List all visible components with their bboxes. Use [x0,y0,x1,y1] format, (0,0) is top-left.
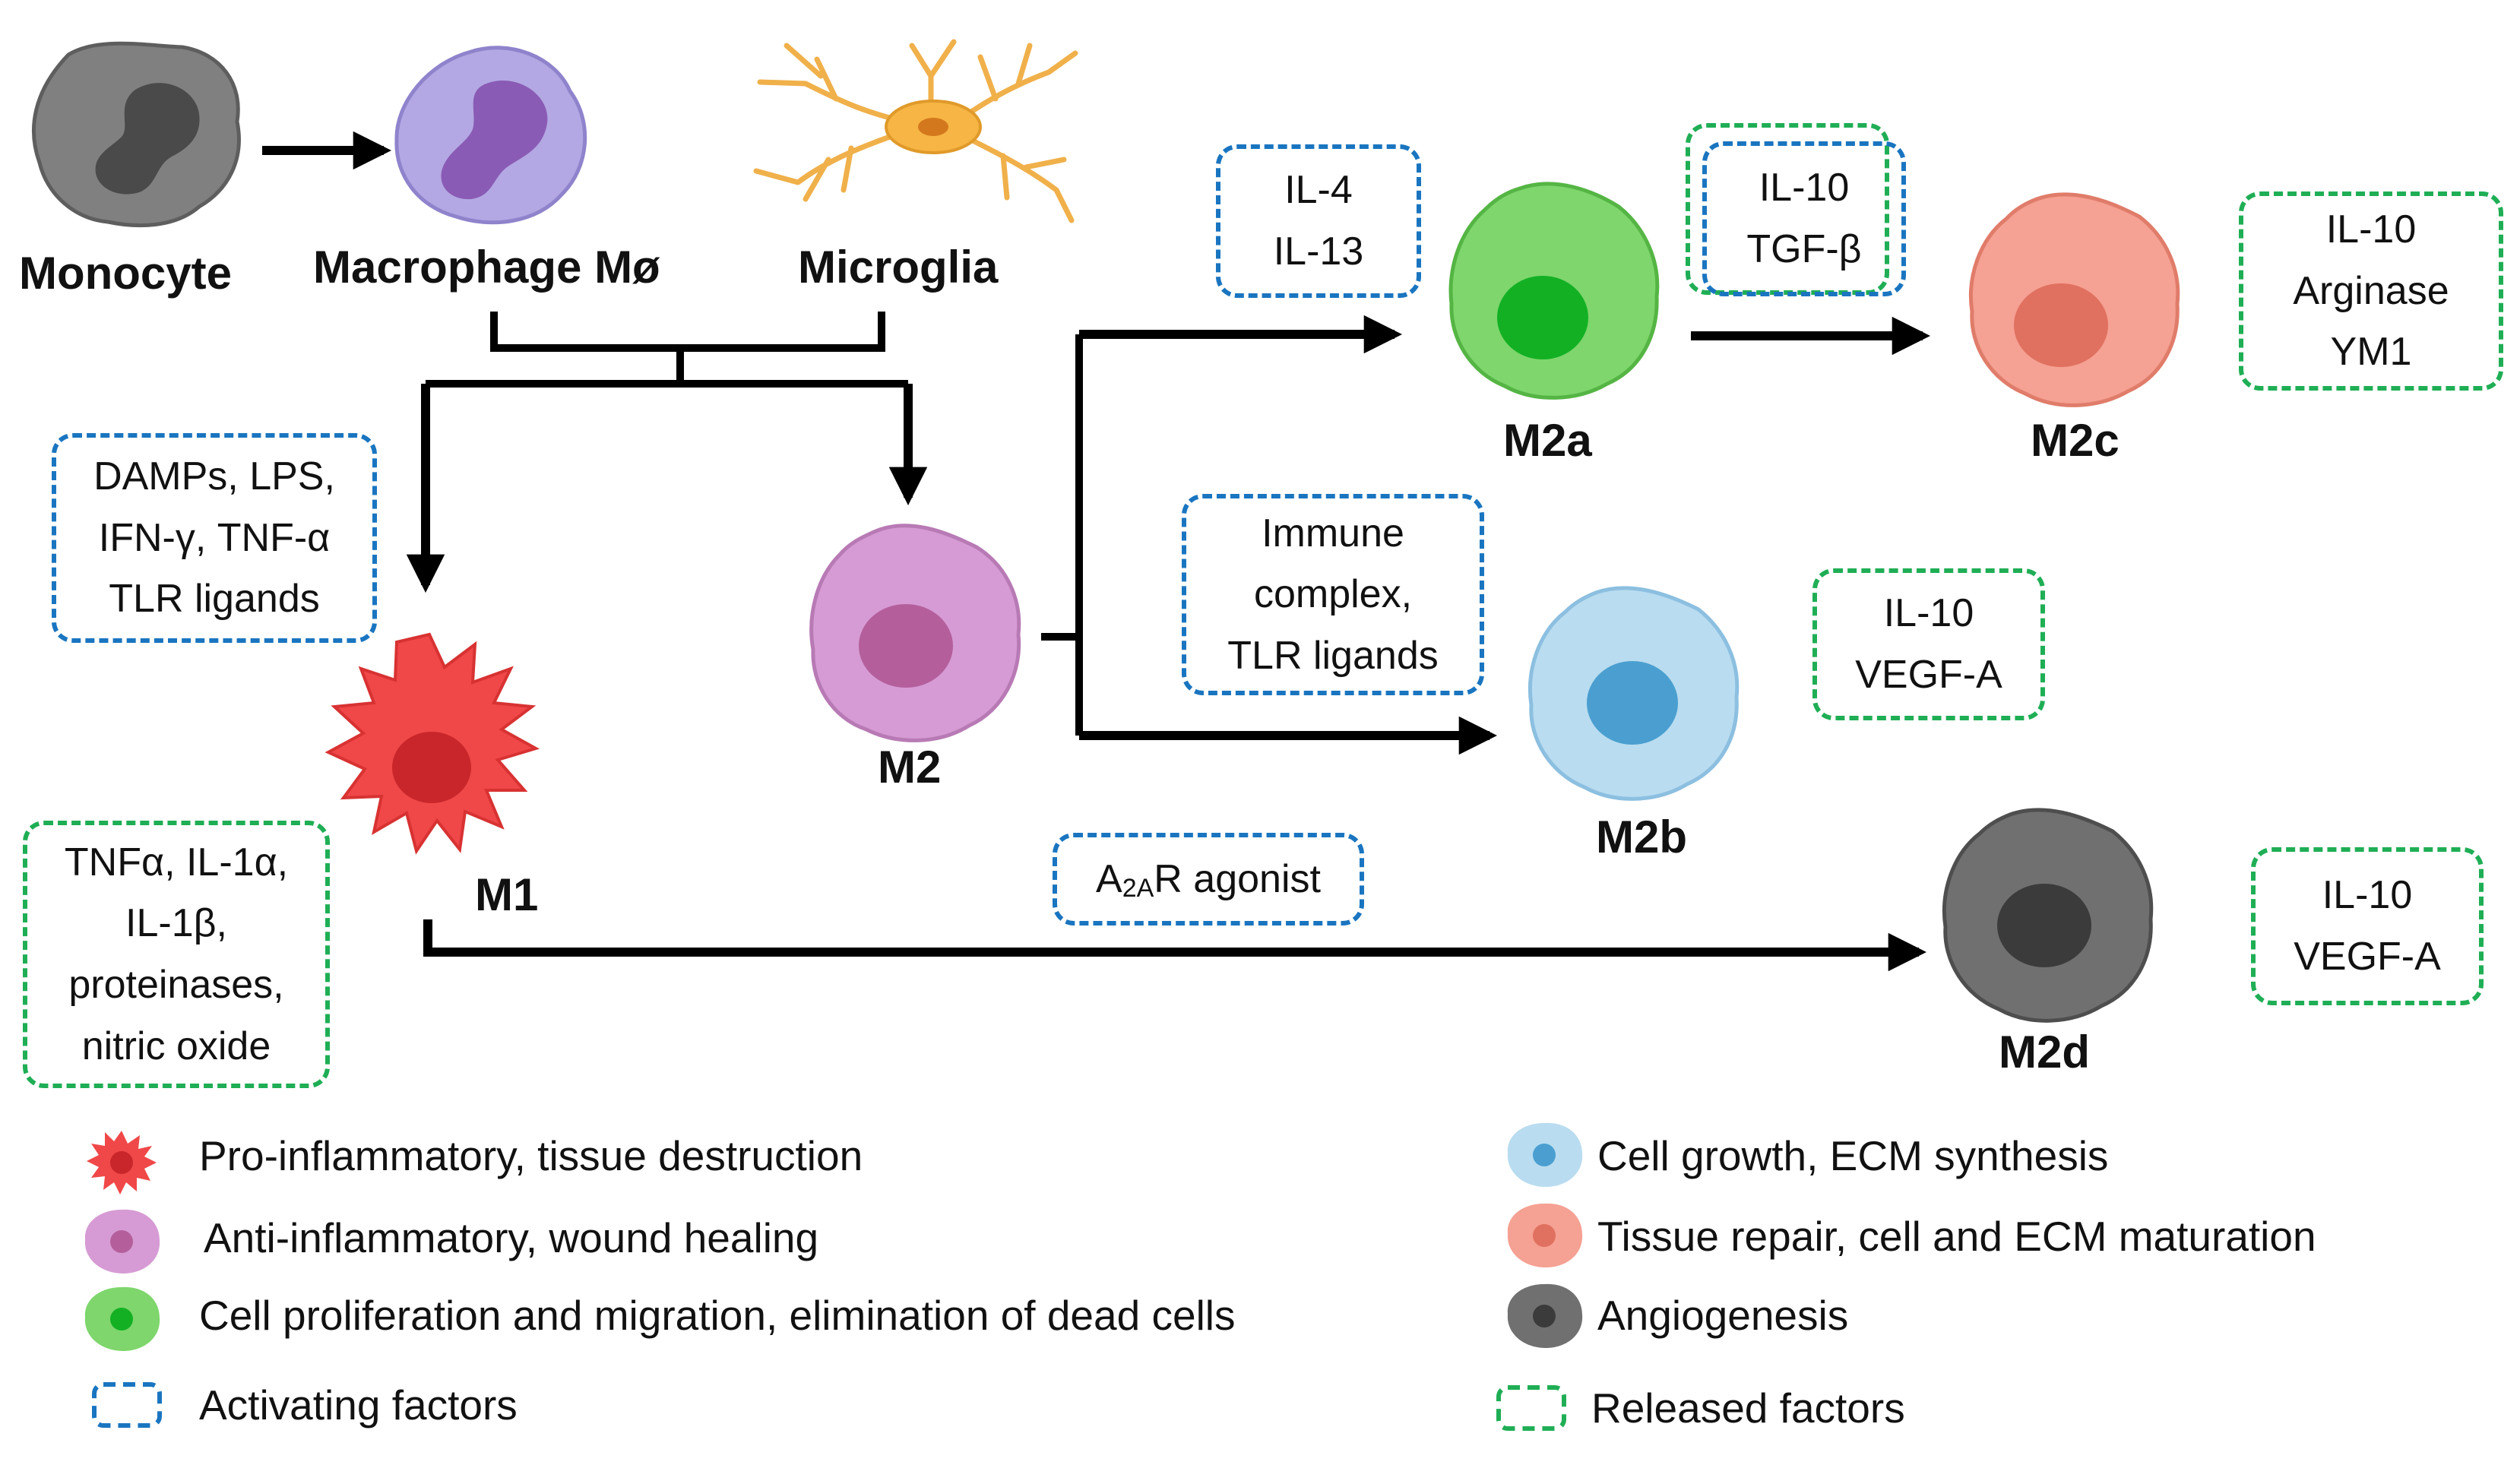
factor-line: TLR ligands [1227,633,1439,678]
activating-factors-m2b: Immune complex, TLR ligands [1182,494,1484,695]
legend-m2b-text: Cell growth, ECM synthesis [1597,1132,2109,1179]
microglia-body-icon [885,100,982,154]
legend-released-icon [1496,1385,1566,1431]
released-factors-m2b: IL-10 VEGF-A [1812,568,2045,720]
factor-line: Immune [1262,511,1404,555]
released-factors-m2c: IL-10 Arginase YM1 [2239,191,2503,391]
factor-line: TGF-β [1746,227,1862,271]
legend-m2c-text: Tissue repair, cell and ECM maturation [1597,1213,2316,1260]
legend-m2d-text: Angiogenesis [1597,1292,1849,1339]
legend-m2-text: Anti-inflammatory, wound healing [204,1214,819,1261]
m2a-cell-icon [1448,182,1660,400]
label-m2b: M2b [1596,812,1687,862]
arrow-m1-to-m2d [423,919,1927,972]
label-m1: M1 [475,869,539,920]
released-factors-m2d: IL-10 VEGF-A [2251,847,2484,1005]
legend-m2-icon [84,1209,160,1274]
factor-line: Arginase [2293,268,2449,313]
legend-released-text: Released factors [1591,1384,1905,1432]
a2a-suffix: R agonist [1154,856,1321,901]
legend-m2b-icon [1507,1122,1583,1187]
m2b-cell-icon [1528,586,1740,801]
legend-m2a-icon [84,1286,160,1351]
factor-line: YM1 [2330,330,2412,375]
released-factors-m1: TNFα, IL-1α, IL-1β, proteinases, nitric … [23,821,330,1088]
m2c-cell-icon [1968,192,2180,407]
label-microglia: Microglia [798,242,999,293]
factor-line: DAMPs, LPS, [93,454,335,499]
macrophage-cell-icon [394,46,587,225]
a2a-subscript: 2A [1122,873,1154,903]
monocyte-cell-icon [31,41,241,228]
factor-line: proteinases, [68,963,284,1007]
factor-line: IL-10 [2322,873,2413,918]
legend-m1-text: Pro-inflammatory, tissue destruction [199,1132,863,1179]
legend-m2c-icon [1507,1203,1583,1267]
factor-line: IL-10 [2325,207,2417,252]
factor-line: VEGF-A [1855,653,2002,697]
label-monocyte: Monocyte [19,248,233,299]
label-m2c: M2c [2031,415,2120,466]
split-connector [406,312,928,593]
activating-factors-m2a: IL-4 IL-13 [1216,144,1421,298]
factor-line: VEGF-A [2294,935,2441,979]
a2a-agonist-label: A2AR agonist [1096,849,1321,910]
activating-factors-m1: DAMPs, LPS, IFN-γ, TNF-α TLR ligands [52,433,377,643]
factor-line: complex, [1253,572,1413,617]
label-macrophage: Macrophage Mø [313,242,660,293]
a2a-prefix: A [1096,856,1122,901]
factor-line: TNFα, IL-1α, [64,840,289,884]
legend-m2a-text: Cell proliferation and migration, elimin… [199,1292,1236,1339]
factor-line: IL-13 [1273,229,1364,274]
factor-line: IL-4 [1284,168,1353,213]
label-m2d: M2d [1999,1027,2090,1077]
label-m2a: M2a [1503,415,1592,466]
legend-m1-icon [87,1131,157,1194]
factor-line: IL-1β, [125,901,227,946]
m1-cell-icon [324,632,540,855]
activating-factors-m2d: A2AR agonist [1053,833,1364,926]
factor-line: IL-10 [1883,591,1974,636]
m2-branch-connector [1041,315,1498,755]
label-m2: M2 [878,742,942,793]
legend-m2d-icon [1507,1283,1583,1348]
factor-line: nitric oxide [81,1024,271,1068]
legend-activating-icon [92,1382,162,1428]
m2-cell-icon [809,524,1021,742]
m2d-cell-icon [1942,808,2154,1023]
factor-line: IL-10 [1759,166,1850,210]
legend-activating-text: Activating factors [199,1381,518,1429]
factor-line: TLR ligands [109,577,320,622]
activating-factors-m2c: IL-10 TGF-β [1702,141,1906,296]
factor-line: IFN-γ, TNF-α [98,515,331,560]
